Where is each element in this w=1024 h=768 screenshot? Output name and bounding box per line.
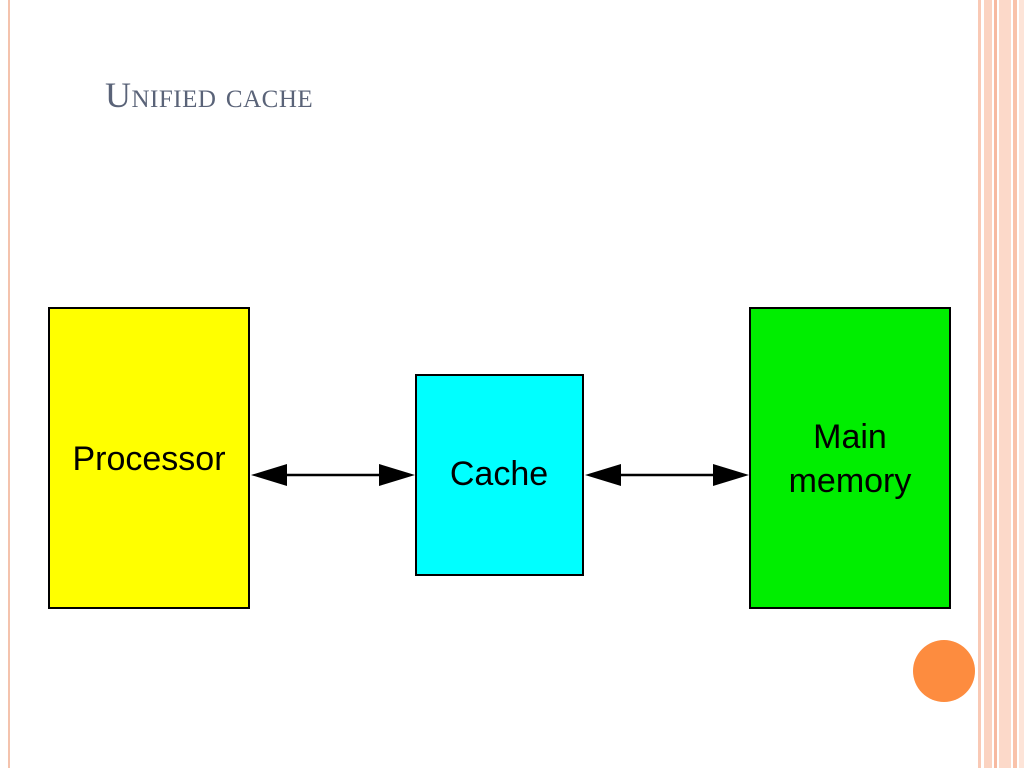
accent-dot [913,640,975,702]
processor-box: Processor [48,307,250,609]
right-border-stripe [999,0,1011,768]
processor-label: Processor [72,440,225,478]
slide-title: Unified cache [105,75,314,115]
right-border-stripe [978,0,981,768]
right-border-stripe [984,0,992,768]
main-memory-label-line2: memory [789,462,912,500]
main-memory-box: Main memory [749,307,951,609]
right-border-stripe [994,0,997,768]
cache-label: Cache [450,455,548,493]
cache-box: Cache [415,374,584,576]
processor-cache-arrow [251,464,415,486]
right-border-stripe [1019,0,1024,768]
main-memory-label-line1: Main [813,418,887,456]
cache-memory-arrow [585,464,749,486]
right-border-stripe [1013,0,1017,768]
left-border-line [8,0,10,768]
